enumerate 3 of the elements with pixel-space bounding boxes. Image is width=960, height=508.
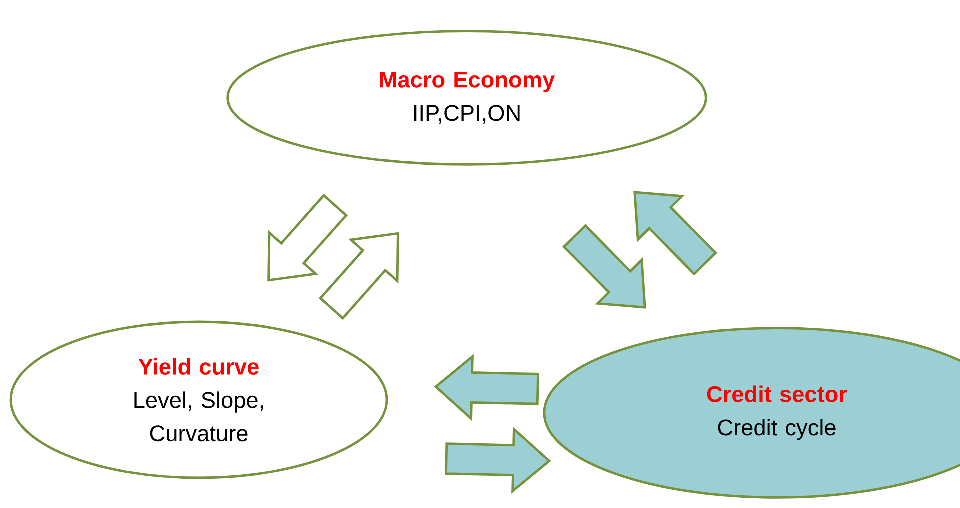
ellipse-node: Credit sector Credit cycle bbox=[543, 327, 960, 499]
ellipse-node: Macro Economy IIP,CPI,ON bbox=[226, 30, 708, 166]
ellipse-node: Yield curve Level, Slope, Curvature bbox=[10, 320, 388, 480]
